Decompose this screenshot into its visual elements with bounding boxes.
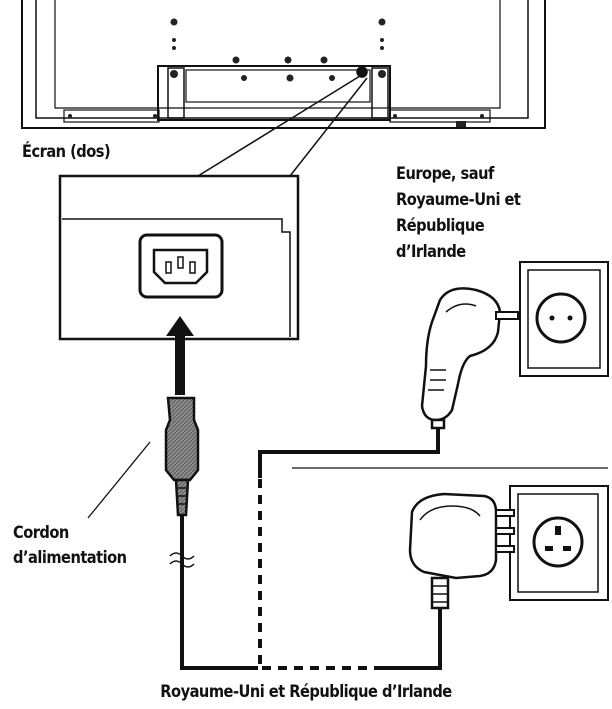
label-europe-line-4: d’Irlande	[396, 242, 466, 262]
power-cable	[180, 420, 608, 670]
insertion-arrow	[166, 316, 194, 395]
label-europe-line-1: Europe, sauf	[396, 164, 494, 184]
label-europe-line-2: Royaume-Uni et	[396, 190, 521, 210]
monitor-back	[21, 0, 546, 129]
europe-wall-socket	[519, 261, 609, 377]
cord-label-leader	[87, 441, 151, 519]
europe-plug	[420, 287, 519, 430]
label-screen-back: Écran (dos)	[22, 142, 111, 162]
callout-pointer	[197, 66, 368, 177]
uk-plug	[408, 492, 515, 610]
c13-connector	[164, 396, 200, 517]
label-europe-line-3: République	[396, 216, 485, 236]
label-cord-line-2: d’alimentation	[13, 548, 127, 568]
label-uk-ireland: Royaume-Uni et République d’Irlande	[160, 682, 452, 702]
ac-inlet-socket	[138, 233, 224, 299]
label-cord-line-1: Cordon	[13, 523, 69, 543]
cable-break-mark	[169, 552, 195, 568]
monitor-screws	[68, 18, 484, 127]
uk-wall-socket	[509, 485, 609, 601]
